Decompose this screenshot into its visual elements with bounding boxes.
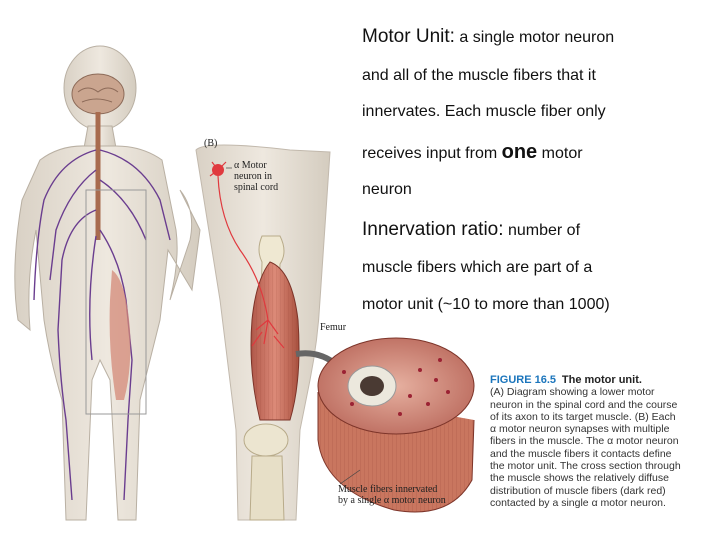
human-body <box>14 45 201 521</box>
innervation-line-3: motor unit (~10 to more than 1000) <box>362 296 610 313</box>
brain-icon <box>71 73 125 115</box>
caption-number: FIGURE 16.5 <box>490 374 557 386</box>
caption-title: The motor unit. <box>561 374 642 386</box>
motor-unit-line-2: and all of the muscle fibers that it <box>362 67 596 84</box>
motor-unit-line-4: receives input from one motor <box>362 141 583 163</box>
panel-label: (B) <box>204 138 218 149</box>
neuron-label: α Motor neuron in spinal cord <box>234 160 279 193</box>
panel-b-leg <box>195 144 331 521</box>
fibers-label: Muscle fibers innervated by a single α m… <box>338 484 446 506</box>
inset-frame <box>85 189 147 415</box>
motor-unit-line-5: neuron <box>362 181 412 198</box>
knee-joint <box>243 423 289 457</box>
innervation-line-2: muscle fibers which are part of a <box>362 259 593 276</box>
innervation-term: Innervation ratio: <box>362 219 504 240</box>
figure-caption: FIGURE 16.5 The motor unit. (A) Diagram … <box>490 374 681 509</box>
muscle-cross-section <box>317 337 475 513</box>
innervation-line-1: Innervation ratio: number of <box>362 219 581 240</box>
femur-label: Femur <box>320 322 347 333</box>
motor-unit-term: Motor Unit: <box>362 26 455 47</box>
motor-unit-line-1: Motor Unit: a single motor neuron <box>362 26 615 47</box>
emphasis-one: one <box>501 141 538 163</box>
motor-unit-line-3: innervates. Each muscle fiber only <box>362 103 606 120</box>
